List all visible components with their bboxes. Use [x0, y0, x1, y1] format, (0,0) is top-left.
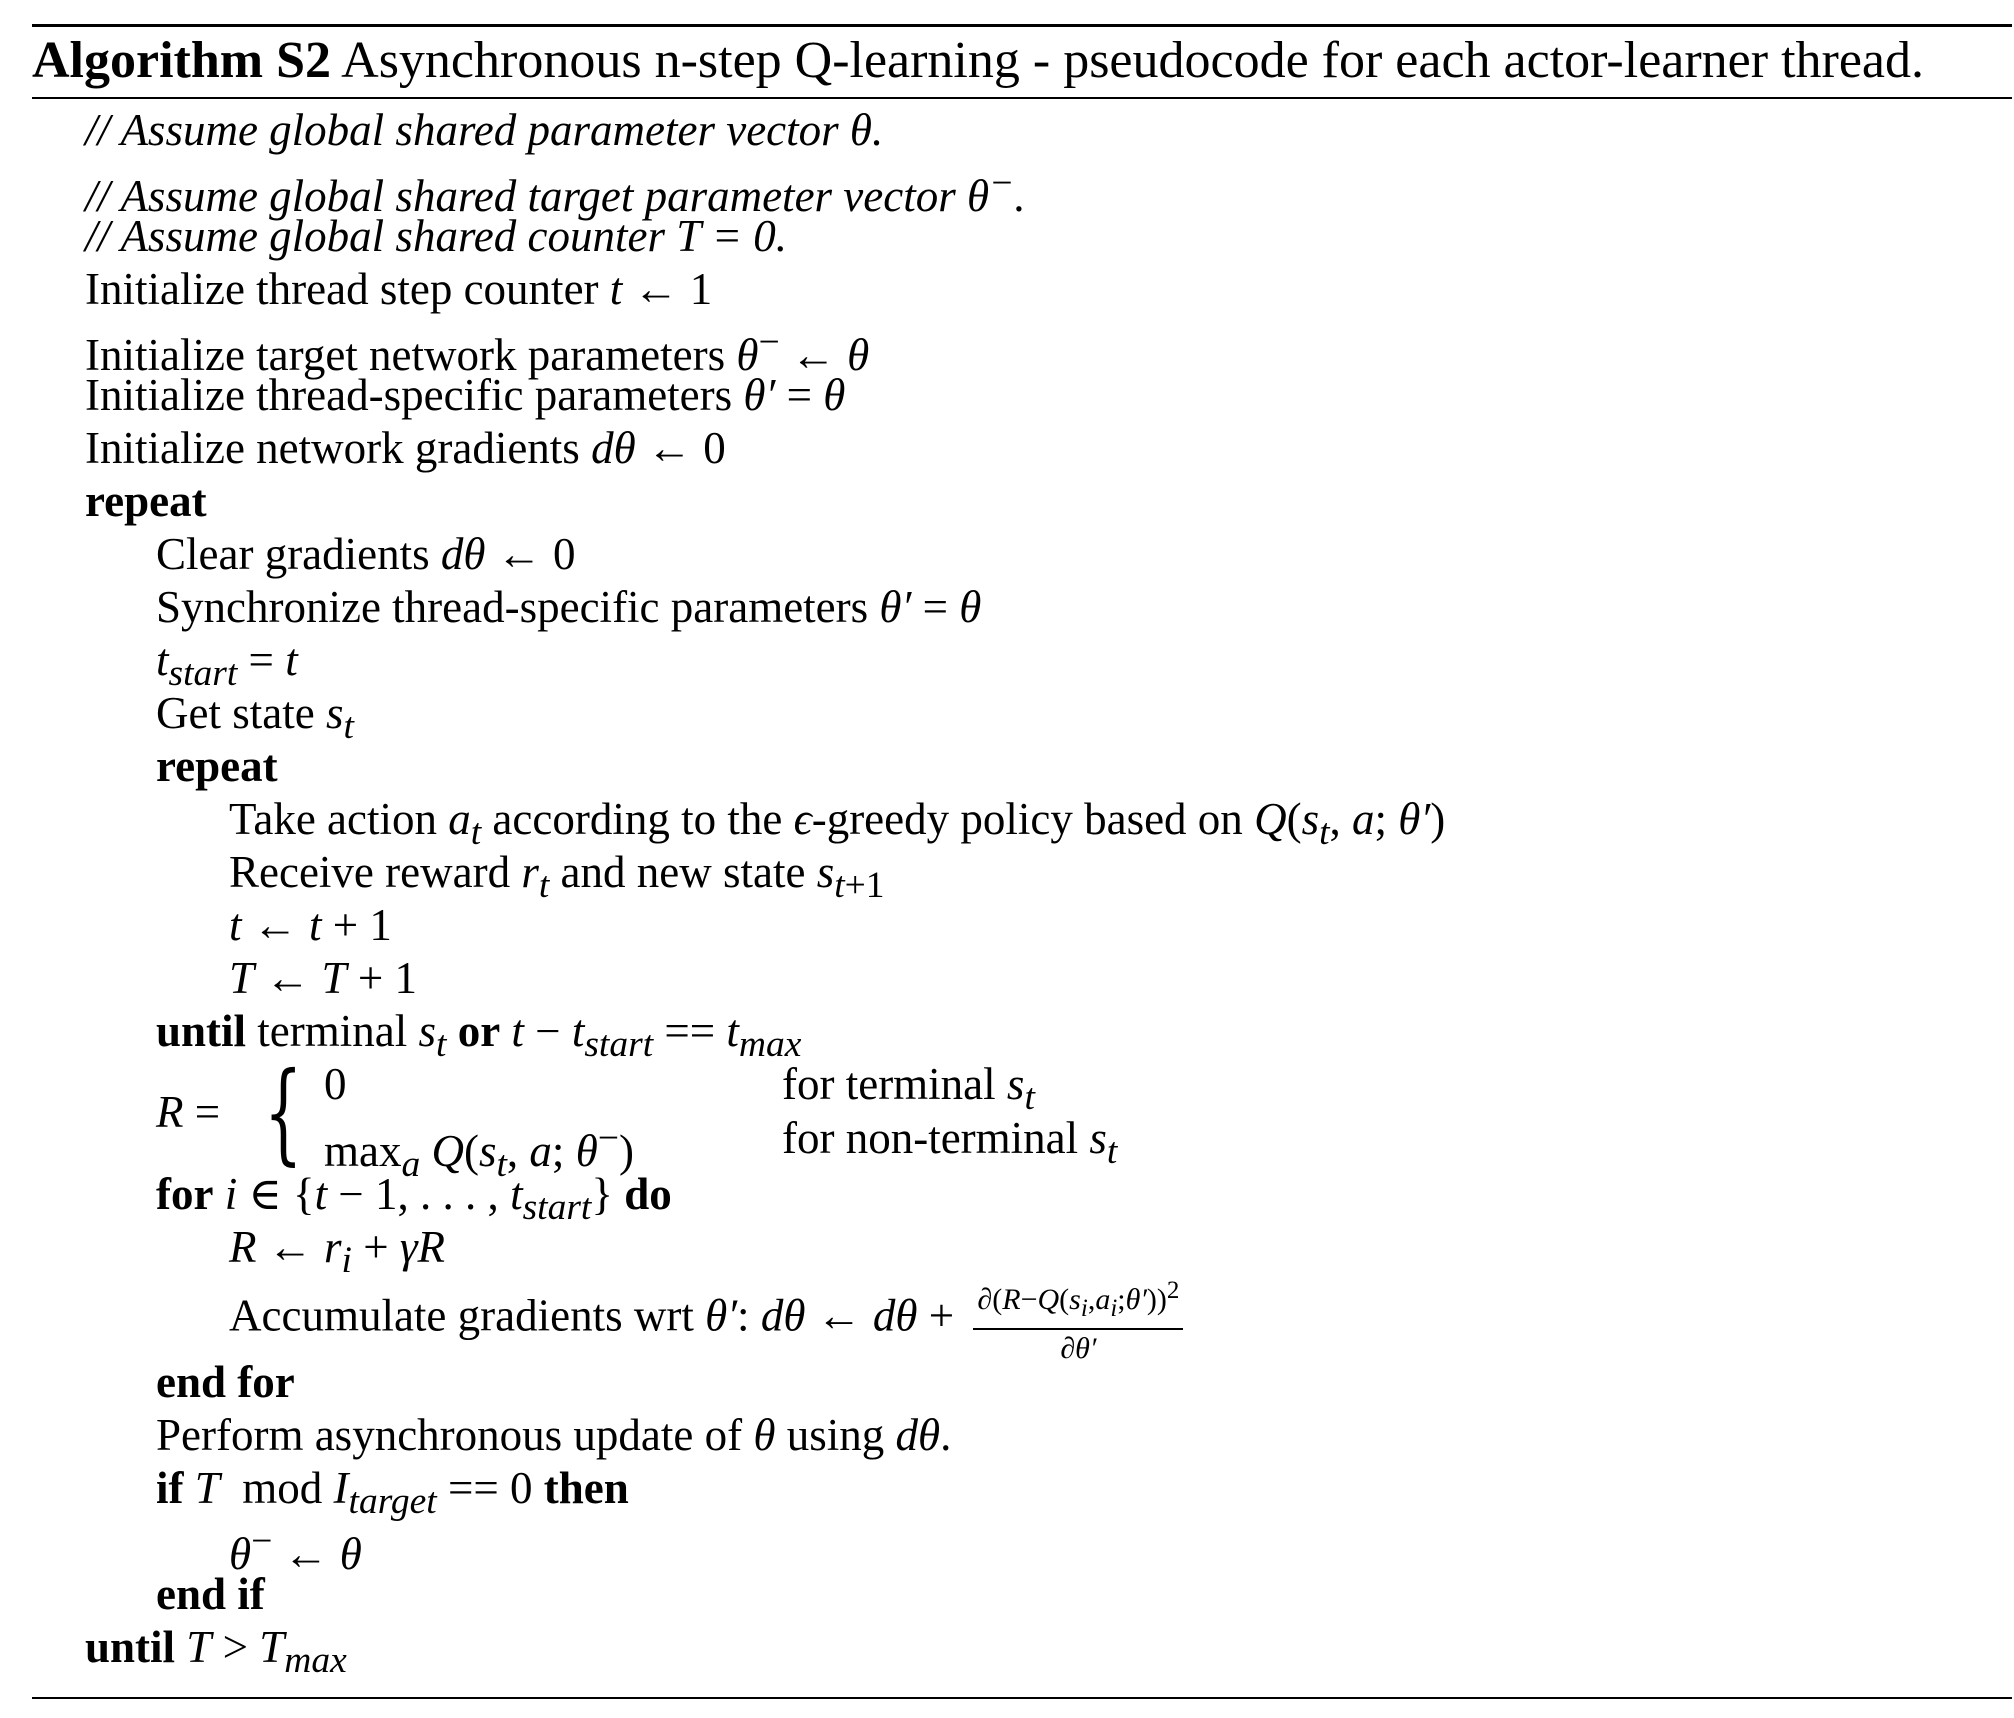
pseudocode-line-16: t ← t + 1: [229, 900, 392, 950]
pseudocode-line-27: end if: [156, 1569, 265, 1619]
pseudocode-line-12: Get state st: [156, 688, 354, 747]
algorithm-caption: Algorithm S2 Asynchronous n-step Q-learn…: [32, 26, 1924, 96]
top-rule: [32, 24, 2012, 27]
pseudocode-line-13: repeat: [156, 741, 278, 791]
pseudocode-line-14: Take action at according to the ϵ-greedy…: [229, 794, 1446, 853]
pseudocode-line-11: tstart = t: [156, 635, 298, 694]
algorithm-title: Asynchronous n-step Q-learning - pseudoc…: [341, 32, 1924, 89]
pseudocode-line-6: Initialize thread-specific parameters θ′…: [85, 370, 846, 420]
pseudocode-line-15: Receive reward rt and new state st+1: [229, 847, 885, 906]
pseudocode-line-24: Perform asynchronous update of θ using d…: [156, 1410, 952, 1460]
pseudocode-line-8: repeat: [85, 476, 207, 526]
pseudocode-line-17: T ← T + 1: [229, 953, 417, 1003]
pseudocode-line-21: R ← ri + γR: [229, 1222, 446, 1281]
pseudocode-line-2: // Assume global shared target parameter…: [85, 163, 1026, 221]
pseudocode-line-26: θ− ← θ: [229, 1521, 362, 1579]
pseudocode-line-5: Initialize target network parameters θ− …: [85, 322, 870, 380]
pseudocode-line-20: for i ∈ {t − 1, . . . , tstart} do: [156, 1169, 672, 1228]
pseudocode-line-4: Initialize thread step counter t ← 1: [85, 264, 713, 314]
pseudocode-line-1: // Assume global shared parameter vector…: [85, 105, 884, 155]
pseudocode-line-18: until terminal st or t − tstart == tmax: [156, 1006, 802, 1065]
pseudocode-body: // Assume global shared parameter vector…: [32, 104, 2012, 1681]
pseudocode-line-7: Initialize network gradients dθ ← 0: [85, 423, 726, 473]
algorithm-label: Algorithm S2: [32, 32, 331, 89]
pseudocode-line-28: until T > Tmax: [85, 1622, 347, 1681]
gradient-fraction: ∂(R−Q(si,ai;θ′))2∂θ′: [973, 1274, 1184, 1366]
pseudocode-line-9: Clear gradients dθ ← 0: [156, 529, 576, 579]
pseudocode-line-25: if T mod Itarget == 0 then: [156, 1463, 629, 1522]
pseudocode-line-3: // Assume global shared counter T = 0.: [85, 211, 788, 261]
pseudocode-line-10: Synchronize thread-specific parameters θ…: [156, 582, 982, 632]
bottom-rule: [32, 1697, 2012, 1699]
pseudocode-line-22: Accumulate gradients wrt θ′: dθ ← dθ + ∂…: [32, 1274, 2012, 1365]
pseudocode-line-23: end for: [156, 1357, 295, 1407]
caption-rule: [32, 97, 2012, 99]
